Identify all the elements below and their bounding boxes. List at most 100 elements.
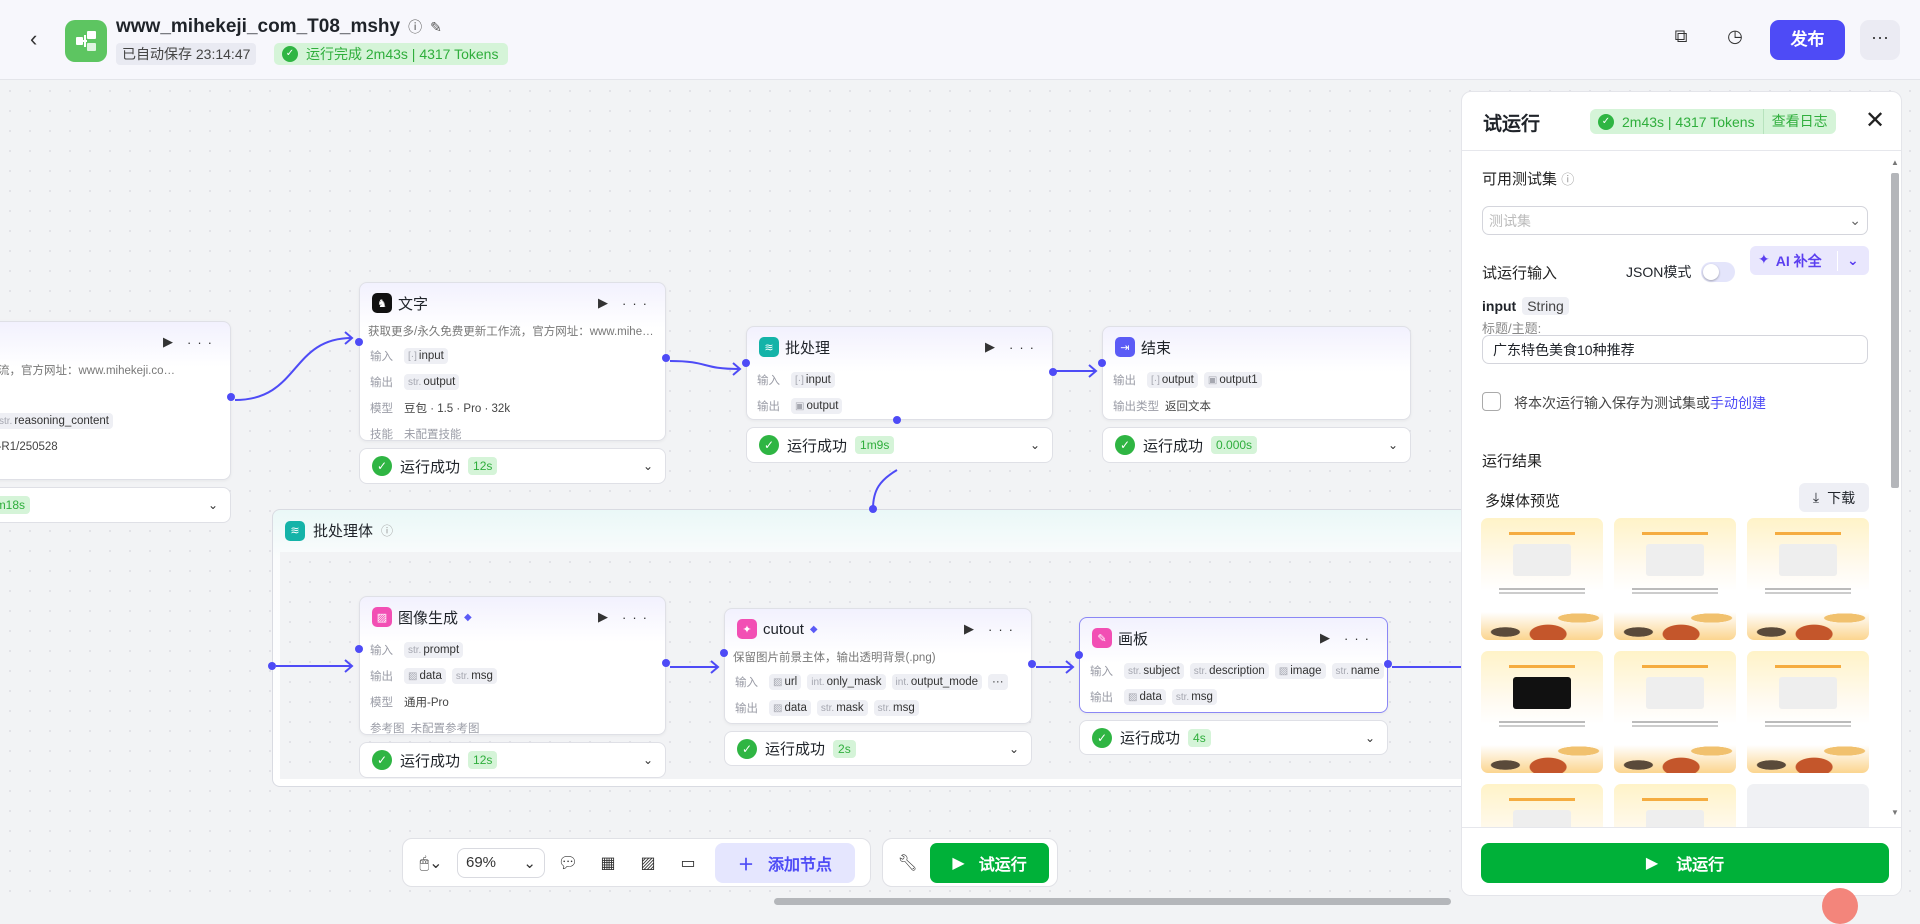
input-port[interactable] bbox=[720, 648, 728, 657]
chevron-down-icon[interactable]: ⌄ bbox=[642, 459, 653, 473]
thumbnail-food bbox=[1747, 600, 1869, 640]
output-port[interactable] bbox=[662, 658, 670, 667]
more-icon[interactable]: ··· bbox=[622, 609, 653, 625]
play-icon[interactable]: ▶ bbox=[985, 339, 1001, 354]
media-thumbnail[interactable] bbox=[1614, 518, 1736, 640]
node-type-icon: ♞ bbox=[372, 293, 392, 313]
node-status-bar[interactable]: ✓功1m18s⌄ bbox=[0, 487, 231, 523]
json-mode-toggle[interactable] bbox=[1701, 262, 1735, 282]
comment-icon[interactable]: 💬︎ bbox=[557, 854, 579, 872]
minimap-icon[interactable]: ▭ bbox=[680, 854, 696, 872]
chevron-down-icon[interactable]: ⌄ bbox=[1008, 741, 1019, 756]
info-icon[interactable]: ⓘ bbox=[1561, 172, 1575, 187]
test-run-button[interactable]: ▶试运行 bbox=[930, 842, 1049, 883]
more-icon[interactable]: ··· bbox=[1860, 20, 1900, 60]
copy-icon[interactable]: ⧉ bbox=[1674, 26, 1688, 46]
input-value-field[interactable]: 广东特色美食10种推荐 bbox=[1482, 335, 1868, 364]
row-label: 参考图 bbox=[370, 723, 405, 735]
param-type: ▨ bbox=[773, 703, 783, 714]
status-duration: 2s bbox=[833, 739, 856, 758]
media-thumbnail[interactable] bbox=[1747, 784, 1869, 827]
view-log-link[interactable]: 查看日志 bbox=[1762, 109, 1836, 134]
node-header: ⇥结束 bbox=[1103, 327, 1410, 367]
play-icon[interactable]: ▶ bbox=[964, 621, 980, 636]
play-icon[interactable]: ▶ bbox=[598, 609, 614, 624]
batch-body-port[interactable] bbox=[893, 416, 901, 424]
play-icon[interactable]: ▶ bbox=[163, 334, 179, 349]
save-testset-checkbox[interactable] bbox=[1482, 392, 1501, 411]
zoom-value: 69% bbox=[466, 854, 497, 871]
output-port[interactable] bbox=[227, 392, 235, 401]
chevron-down-icon[interactable]: ⌄ bbox=[1847, 252, 1859, 268]
ai-fill-button[interactable]: ✦AI 补全⌄ bbox=[1750, 246, 1869, 275]
play-icon[interactable]: ▶ bbox=[1320, 630, 1336, 645]
node-text[interactable]: ♞文字▶···获取更多/永久免费更新工作流，官方网址：www.mihekeji.… bbox=[359, 282, 666, 441]
check-icon: ✓ bbox=[282, 46, 298, 62]
publish-button[interactable]: 发布 bbox=[1770, 20, 1845, 60]
row-value: pSeek-R1/250528 bbox=[0, 441, 58, 453]
media-thumbnail[interactable] bbox=[1481, 651, 1603, 773]
edit-icon[interactable]: ✎ bbox=[430, 18, 442, 35]
chevron-down-icon[interactable]: ⌄ bbox=[1029, 438, 1040, 452]
param-type: str. bbox=[1175, 692, 1190, 703]
media-thumbnail[interactable] bbox=[1481, 784, 1603, 827]
chevron-down-icon[interactable]: ⌄ bbox=[207, 498, 218, 512]
input-port[interactable] bbox=[742, 358, 750, 367]
output-port[interactable] bbox=[1028, 660, 1036, 669]
manual-create-link[interactable]: 手动创建 bbox=[1710, 395, 1766, 411]
input-port[interactable] bbox=[1098, 358, 1106, 367]
input-port[interactable] bbox=[355, 644, 363, 653]
input-port[interactable] bbox=[1075, 650, 1083, 659]
chevron-down-icon[interactable]: ⌄ bbox=[1364, 730, 1375, 745]
media-thumbnail[interactable] bbox=[1481, 518, 1603, 640]
info-icon[interactable]: ⓘ bbox=[381, 524, 394, 538]
param-tag: int.output_mode bbox=[891, 674, 983, 690]
wrench-icon[interactable]: 🔧︎ bbox=[897, 854, 918, 872]
close-icon[interactable]: ✕ bbox=[1865, 107, 1886, 134]
download-button[interactable]: ⤓下载 bbox=[1799, 483, 1869, 512]
output-port[interactable] bbox=[662, 353, 670, 362]
more-icon[interactable]: ··· bbox=[187, 334, 218, 350]
output-port[interactable] bbox=[1049, 368, 1057, 377]
image-icon[interactable]: ▨ bbox=[640, 854, 656, 872]
panel-test-run-button[interactable]: ▶试运行 bbox=[1481, 843, 1889, 883]
back-chevron-icon[interactable]: ‹ bbox=[30, 26, 38, 51]
more-icon[interactable]: ··· bbox=[622, 295, 653, 311]
play-icon[interactable]: ▶ bbox=[598, 295, 614, 310]
testset-select[interactable]: 测试集⌄ bbox=[1482, 206, 1868, 235]
horizontal-scrollbar[interactable] bbox=[774, 898, 1451, 905]
mouse-mode-icon[interactable]: 🖱︎⌄ bbox=[419, 854, 443, 872]
media-thumbnail[interactable] bbox=[1747, 518, 1869, 640]
info-icon[interactable]: ⓘ bbox=[408, 19, 423, 35]
chevron-down-icon[interactable]: ⌄ bbox=[642, 753, 653, 767]
media-thumbnail[interactable] bbox=[1747, 651, 1869, 773]
zoom-select[interactable]: 69%⌄ bbox=[457, 847, 545, 878]
node-llm[interactable]: 型▶···免费更新工作流，官方网址：www.mihekeji.co…coutst… bbox=[0, 321, 231, 480]
chevron-down-icon[interactable]: ⌄ bbox=[1387, 438, 1398, 452]
history-icon[interactable]: ◷ bbox=[1727, 26, 1743, 46]
media-thumbnail[interactable] bbox=[1614, 784, 1736, 827]
assistant-avatar[interactable] bbox=[1822, 888, 1858, 924]
input-port[interactable] bbox=[355, 337, 363, 346]
more-icon[interactable]: ··· bbox=[988, 621, 1019, 637]
workflow-name: www_mihekeji_com_T08_mshy bbox=[116, 16, 401, 37]
output-port[interactable] bbox=[1384, 660, 1392, 669]
panel-scrollbar[interactable]: ▲▼ bbox=[1891, 158, 1899, 817]
add-node-button[interactable]: ＋添加节点 bbox=[715, 842, 855, 883]
more-icon[interactable]: ··· bbox=[1344, 630, 1375, 646]
layout-grid-icon[interactable]: ▦ bbox=[600, 854, 616, 872]
more-icon[interactable]: ··· bbox=[1009, 339, 1040, 355]
download-icon: ⤓ bbox=[1812, 489, 1820, 505]
media-thumbnail[interactable] bbox=[1614, 651, 1736, 773]
